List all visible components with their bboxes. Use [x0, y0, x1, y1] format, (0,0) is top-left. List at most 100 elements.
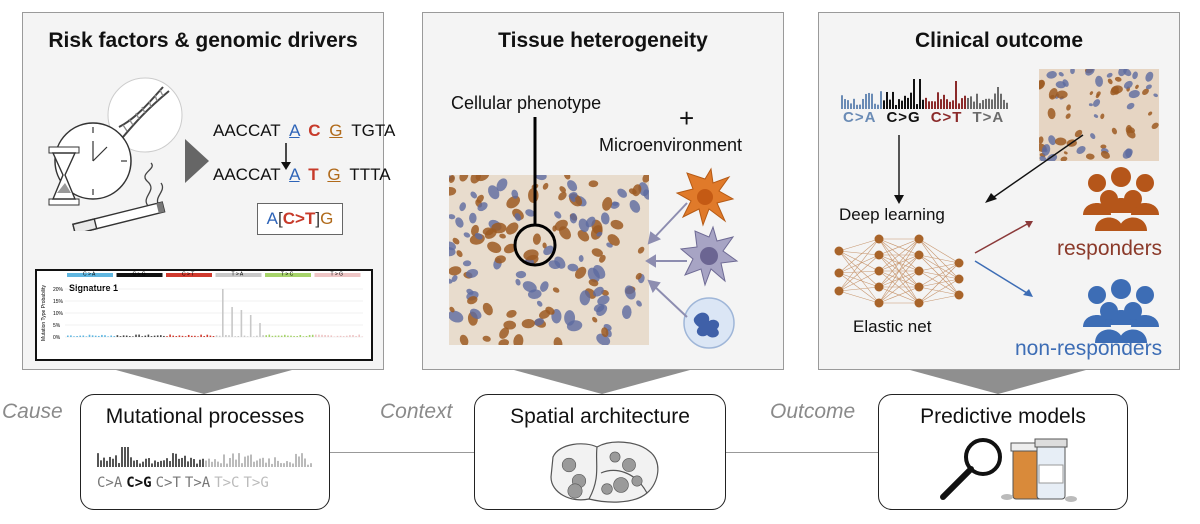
cell: [632, 184, 642, 197]
nn-node: [834, 246, 844, 256]
mutation-mini-bar: [853, 98, 855, 109]
cell: [1041, 144, 1051, 156]
mutation-class-label: T>A: [972, 109, 1005, 126]
signature-category-bar: [116, 273, 163, 277]
spatial-blob: [613, 477, 629, 493]
base-g: G: [329, 121, 343, 140]
mini-bar: [301, 453, 303, 467]
spatial-architecture-box: Spatial architecture: [474, 394, 726, 510]
signature-bar: [222, 289, 224, 337]
signature-bar: [85, 336, 88, 337]
cell: [462, 260, 472, 267]
signature-bar: [296, 336, 298, 337]
mini-bar: [283, 463, 285, 467]
mutation-mini-bar: [856, 104, 858, 109]
cell: [1055, 81, 1066, 89]
cell: [525, 209, 535, 217]
cell: [564, 310, 576, 326]
cell: [1074, 129, 1083, 138]
mini-bar: [292, 463, 294, 467]
signature-bar: [293, 335, 295, 337]
mutation-mini-bar: [877, 104, 879, 109]
mini-bar: [208, 458, 210, 467]
mutation-mini-bar: [901, 100, 903, 109]
mini-bar: [226, 463, 228, 467]
signature-bar: [101, 334, 103, 337]
cell: [522, 281, 537, 293]
mini-bar: [247, 455, 249, 467]
cell: [539, 309, 551, 319]
cell: [1066, 104, 1071, 111]
funnel-arrow-1: [116, 370, 292, 394]
mini-bar: [220, 463, 222, 467]
signature-bar: [240, 310, 243, 337]
mutation-class-label: C>A: [843, 109, 877, 126]
cell: [536, 300, 543, 307]
cell: [449, 241, 456, 251]
mini-bar: [223, 454, 225, 467]
signature-bar: [324, 335, 326, 337]
cell: [449, 175, 455, 183]
signature-bar: [225, 334, 227, 337]
nn-node: [954, 290, 964, 300]
nn-edge: [878, 238, 920, 272]
cell: [617, 188, 627, 198]
cell: [588, 279, 599, 287]
cell: [1151, 122, 1159, 130]
mini-bar: [112, 458, 114, 467]
mini-bar: [298, 456, 300, 467]
cell: [624, 285, 636, 300]
cell: [1065, 113, 1071, 119]
mutation-mini-bar: [988, 98, 990, 109]
nn-edge: [918, 262, 960, 288]
signature-bar: [166, 336, 168, 337]
mutation-mini-bar: [922, 99, 924, 109]
cell: [1047, 108, 1056, 120]
signature-ylabel: Mutation Type Probability: [41, 284, 47, 341]
nn-edge: [918, 262, 960, 304]
cell: [599, 254, 606, 263]
mutation-mini-bar: [952, 100, 954, 109]
signature-bar: [349, 335, 351, 337]
cell: [559, 186, 566, 193]
signature-bar: [218, 335, 221, 337]
mutation-profile-mini-chart: [841, 79, 1008, 109]
signature-ytick: 10%: [53, 311, 64, 317]
signature-bar: [212, 336, 215, 337]
cell: [593, 286, 604, 297]
cell: [487, 241, 502, 253]
cell: [1039, 79, 1045, 90]
signature-bar: [271, 335, 274, 337]
signature-ytick: 20%: [53, 287, 64, 293]
cell: [1056, 90, 1068, 99]
mutation-down-arrow-icon: [281, 143, 291, 170]
cell: [642, 175, 649, 183]
cell: [449, 186, 457, 196]
mini-bar: [295, 453, 297, 467]
dna-sequence-original: AACCAT A C G TGTA: [213, 121, 396, 140]
mutation-mini-bar: [892, 91, 894, 109]
signature-bar: [302, 336, 305, 337]
signature-bar: [265, 335, 267, 337]
mutation-mini-bar: [961, 98, 963, 109]
mutation-mini-bar: [880, 91, 882, 109]
mutational-mini-chart: [97, 447, 312, 467]
cell: [482, 227, 494, 236]
spatial-blob: [622, 458, 636, 472]
signature-category-bar: [67, 273, 113, 277]
mini-bar: [184, 455, 186, 467]
cell: [469, 212, 477, 224]
mini-bar: [154, 460, 156, 467]
signature-bar: [178, 335, 181, 337]
nn-edge: [838, 254, 880, 274]
cell: [567, 263, 579, 272]
cell: [1100, 144, 1107, 149]
cell: [574, 266, 587, 279]
cell: [449, 214, 456, 220]
mutation-mini-bar: [997, 87, 999, 109]
signature-bar: [206, 334, 209, 337]
signature-bar: [346, 335, 348, 337]
mini-bar: [97, 453, 99, 467]
